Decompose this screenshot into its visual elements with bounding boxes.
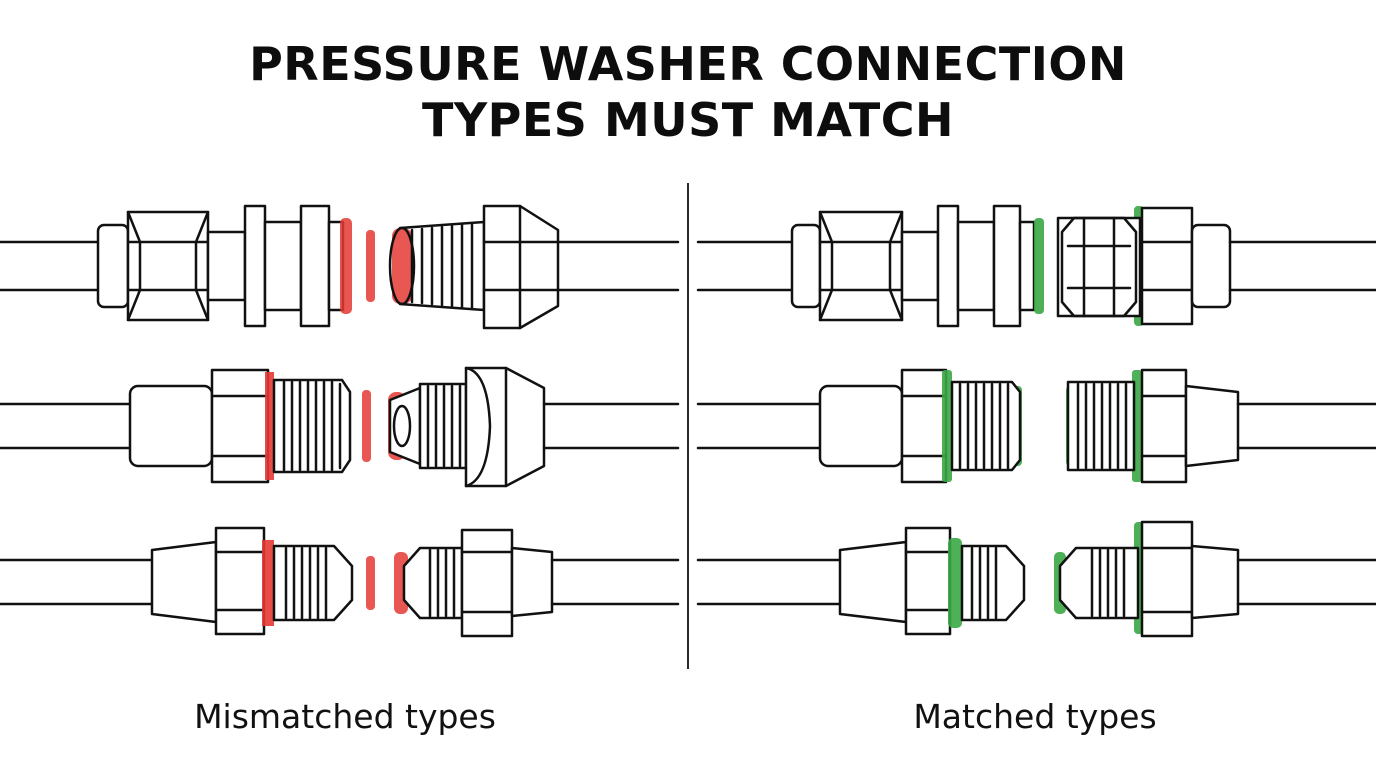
- male-thread: [272, 378, 352, 474]
- hose-right: [542, 402, 680, 450]
- hose-left: [696, 558, 842, 606]
- hex-nut: [96, 210, 210, 322]
- hex-nut: [900, 368, 948, 484]
- male-flare-thread: [960, 544, 1026, 622]
- caption-matched: Matched types: [913, 697, 1157, 736]
- hex-nut-right: [1140, 368, 1240, 484]
- male-flare-thread: [272, 544, 354, 622]
- mismatch-row-3: [0, 526, 680, 638]
- hose-left: [696, 402, 822, 450]
- caption-mismatched: Mismatched types: [194, 697, 496, 736]
- female-flare: [402, 528, 554, 638]
- hose-left: [0, 402, 132, 450]
- title-line-1: PRESSURE WASHER CONNECTION: [249, 37, 1127, 91]
- match-row-1: [696, 204, 1376, 328]
- quick-connect-body: [206, 204, 345, 328]
- mismatch-seal-mark: [265, 372, 274, 480]
- mismatch-seal-mark: [262, 540, 274, 626]
- mismatch-row-1: [0, 204, 680, 330]
- mismatched-panel: [0, 204, 680, 638]
- quick-connect-body: [900, 204, 1036, 328]
- hose-left: [0, 558, 154, 606]
- hex-nut: [214, 526, 266, 636]
- mismatch-gap-marks: [366, 552, 408, 614]
- hex-nut: [904, 526, 952, 636]
- match-row-3: [696, 520, 1376, 638]
- page-title: PRESSURE WASHER CONNECTION TYPES MUST MA…: [0, 36, 1376, 148]
- hose-right: [1236, 558, 1376, 606]
- male-thread: [950, 380, 1022, 472]
- ferrule: [818, 384, 904, 468]
- mismatch-row-2: [0, 366, 680, 488]
- threaded-female: [388, 204, 560, 330]
- hex-nut: [790, 210, 904, 322]
- female-flare: [388, 366, 546, 488]
- hose-right: [550, 558, 680, 606]
- panel-divider: [687, 183, 689, 669]
- matched-panel: [696, 204, 1376, 638]
- hose-left: [0, 240, 100, 292]
- tapered-ferrule: [150, 540, 218, 624]
- hose-right: [1236, 402, 1376, 450]
- hex-nut-right: [1140, 206, 1232, 326]
- title-line-2: TYPES MUST MATCH: [421, 93, 955, 147]
- female-flare: [1058, 520, 1240, 638]
- coupled-hex: [1056, 216, 1142, 318]
- match-row-2: [696, 368, 1376, 484]
- hex-nut: [210, 368, 270, 484]
- female-thread: [1066, 380, 1136, 472]
- hose-right: [1228, 240, 1376, 292]
- hose-left: [696, 240, 794, 292]
- ferrule: [128, 384, 214, 468]
- tapered-ferrule: [838, 540, 908, 624]
- hose-right: [556, 240, 680, 292]
- mismatch-gap-marks: [340, 218, 412, 314]
